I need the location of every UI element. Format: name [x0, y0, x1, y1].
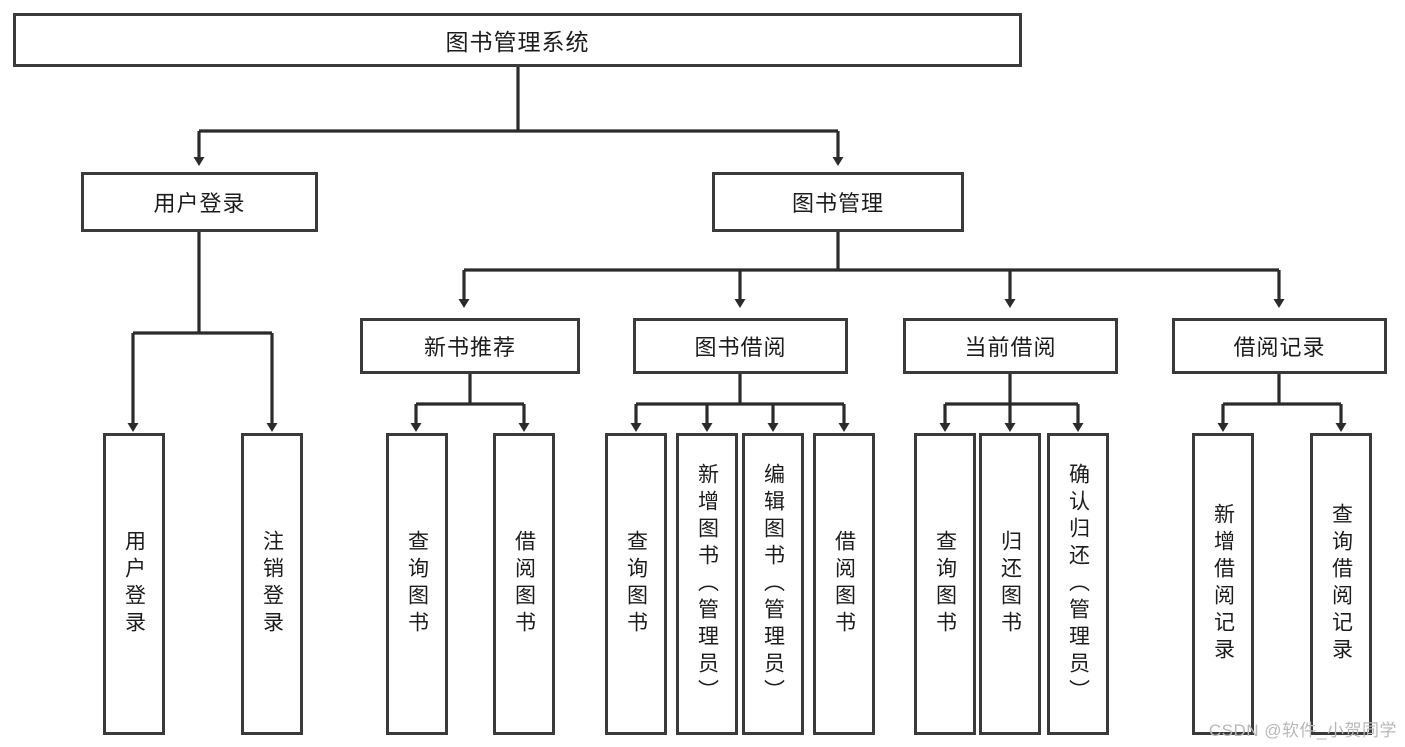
- leaf-book-borrow-edit-book-admin[interactable]: 编辑图书（管理员）: [742, 433, 804, 735]
- node-current-borrow[interactable]: 当前借阅: [903, 318, 1118, 374]
- leaf-new-book-query-book[interactable]: 查询图书: [386, 433, 448, 735]
- node-borrow-record[interactable]: 借阅记录: [1172, 318, 1387, 374]
- leaf-user-login-logout[interactable]: 注销登录: [241, 433, 303, 735]
- node-root-book-management-system[interactable]: 图书管理系统: [13, 13, 1022, 67]
- node-label: 借阅记录: [1233, 335, 1326, 360]
- leaf-current-borrow-query-book[interactable]: 查询图书: [914, 433, 976, 735]
- node-label: 当前借阅: [964, 335, 1057, 360]
- leaf-book-borrow-query-book[interactable]: 查询图书: [605, 433, 667, 735]
- node-label: 图书借阅: [694, 335, 787, 360]
- leaf-borrow-record-query-record[interactable]: 查询借阅记录: [1310, 433, 1372, 735]
- node-new-book-recommend[interactable]: 新书推荐: [360, 318, 580, 374]
- leaf-user-login-login[interactable]: 用户登录: [103, 433, 165, 735]
- node-label: 查询图书: [624, 530, 648, 638]
- node-label: 查询图书: [933, 530, 957, 638]
- node-label: 新书推荐: [423, 335, 516, 360]
- node-label: 查询借阅记录: [1329, 503, 1353, 665]
- leaf-new-book-borrow-book[interactable]: 借阅图书: [493, 433, 555, 735]
- node-label: 注销登录: [260, 530, 284, 638]
- node-label: 归还图书: [998, 530, 1022, 638]
- node-label: 图书管理系统: [445, 29, 590, 55]
- watermark-text: CSDN @软件_小贺同学: [1208, 721, 1397, 740]
- node-label: 借阅图书: [512, 530, 536, 638]
- leaf-book-borrow-borrow-book[interactable]: 借阅图书: [813, 433, 875, 735]
- leaf-borrow-record-add-record[interactable]: 新增借阅记录: [1192, 433, 1254, 735]
- node-user-login[interactable]: 用户登录: [81, 172, 318, 232]
- node-label: 借阅图书: [832, 530, 856, 638]
- node-label: 编辑图书（管理员）: [761, 462, 785, 706]
- node-label: 图书管理: [791, 191, 884, 216]
- node-book-management[interactable]: 图书管理: [712, 172, 964, 232]
- leaf-current-borrow-return-book[interactable]: 归还图书: [979, 433, 1041, 735]
- node-label: 新增图书（管理员）: [695, 462, 719, 706]
- node-label: 用户登录: [122, 530, 146, 638]
- leaf-current-borrow-confirm-return-admin[interactable]: 确认归还（管理员）: [1047, 433, 1109, 735]
- node-label: 用户登录: [153, 191, 246, 216]
- node-label: 新增借阅记录: [1211, 503, 1235, 665]
- node-label: 查询图书: [405, 530, 429, 638]
- leaf-book-borrow-add-book-admin[interactable]: 新增图书（管理员）: [676, 433, 738, 735]
- node-book-borrow[interactable]: 图书借阅: [633, 318, 848, 374]
- node-label: 确认归还（管理员）: [1066, 462, 1090, 706]
